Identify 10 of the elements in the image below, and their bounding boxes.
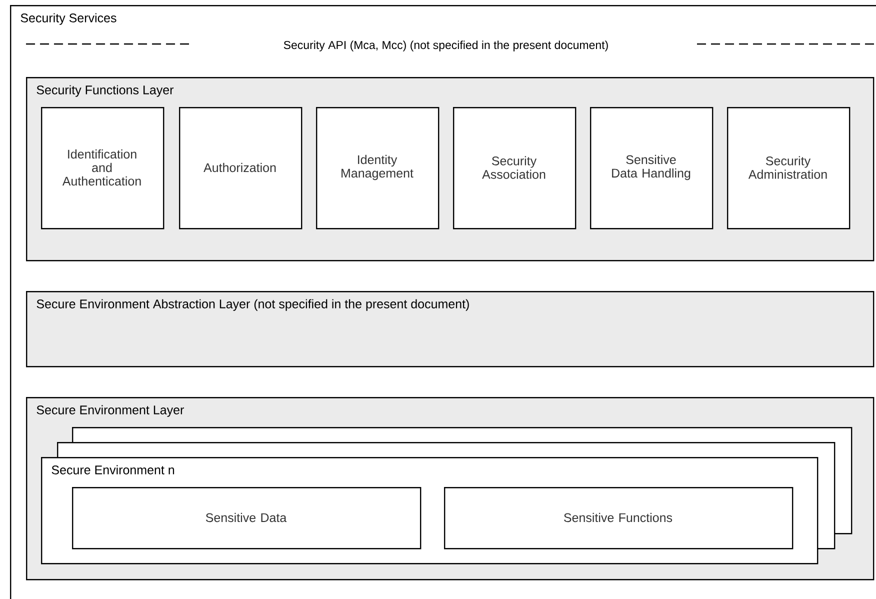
function-box: Authorization xyxy=(179,107,302,230)
data-box: Sensitive Data xyxy=(72,486,422,550)
function-box: Security Administration xyxy=(727,107,850,230)
function-box: Identification and Authentication xyxy=(41,107,164,230)
function-box: Sensitive Data Handling xyxy=(590,107,714,230)
function-box: Identity Management xyxy=(316,107,440,230)
interface-label: Security API (Mca, Mcc) (not specified in the present document) xyxy=(284,40,608,52)
function-box: Sensitive Functions xyxy=(444,486,794,550)
layer-box: Secure Environment Abstraction Layer (not specified in the present document) xyxy=(26,291,874,368)
function-box: Security Association xyxy=(453,107,576,230)
